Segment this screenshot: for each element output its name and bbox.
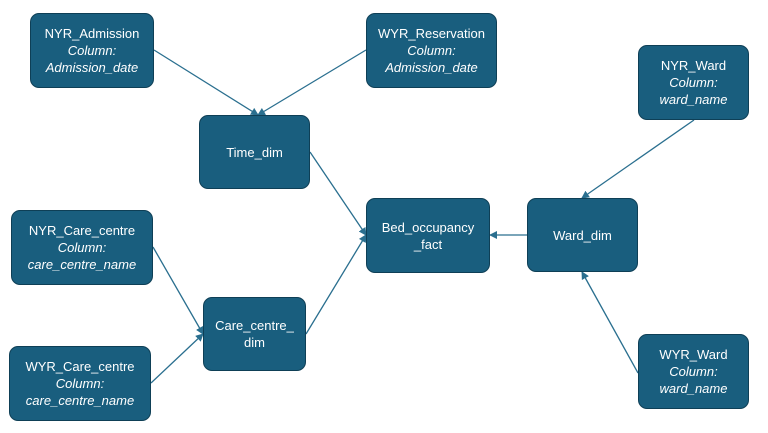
edge-wyr-ward-to-ward-dim: [581, 271, 639, 374]
node-column-label: Column:: [55, 376, 105, 391]
node-nyr-ward: NYR_Ward Column: ward_name: [638, 45, 749, 120]
node-ward-dim: Ward_dim: [527, 198, 638, 272]
node-column-name: Admission_date: [385, 60, 478, 75]
node-title: NYR_Care_centre: [28, 223, 136, 238]
edge-time-dim-to-bed-occupancy-fact: [309, 151, 367, 236]
node-title-line1: Care_centre_: [215, 318, 294, 333]
node-title-line2: dim: [244, 335, 265, 350]
node-column-name: care_centre_name: [27, 257, 137, 272]
node-column-name: ward_name: [659, 92, 728, 107]
edge-care-centre-dim-to-bed-occupancy-fact: [305, 234, 367, 335]
node-title: WYR_Ward: [659, 347, 728, 362]
node-title: Time_dim: [226, 144, 283, 160]
node-column-name: care_centre_name: [25, 393, 135, 408]
node-title: WYR_Care_centre: [25, 359, 135, 374]
node-wyr-care-centre: WYR_Care_centre Column: care_centre_name: [9, 346, 151, 421]
node-column-label: Column:: [407, 43, 456, 58]
edge-wyr-care-centre-to-care-centre-dim: [150, 333, 204, 384]
edge-wyr-reservation-to-time-dim: [257, 49, 367, 116]
node-nyr-care-centre: NYR_Care_centre Column: care_centre_name: [11, 210, 153, 285]
node-title: NYR_Admission: [44, 26, 140, 41]
node-wyr-ward: WYR_Ward Column: ward_name: [638, 334, 749, 409]
node-nyr-admission: NYR_Admission Column: Admission_date: [30, 13, 154, 88]
node-title: WYR_Reservation: [378, 26, 485, 41]
node-column-name: Admission_date: [45, 60, 139, 75]
edge-nyr-admission-to-time-dim: [153, 49, 259, 116]
node-column-name: ward_name: [659, 381, 728, 396]
node-column-label: Column:: [67, 43, 117, 58]
edge-nyr-care-centre-to-care-centre-dim: [152, 246, 204, 335]
node-title: NYR_Ward: [660, 58, 727, 73]
node-wyr-reservation: WYR_Reservation Column: Admission_date: [366, 13, 497, 88]
node-bed-occupancy-fact: Bed_occupancy _fact: [366, 198, 490, 273]
node-column-label: Column:: [669, 364, 718, 379]
node-title: Ward_dim: [553, 227, 612, 243]
node-column-label: Column:: [57, 240, 107, 255]
node-column-label: Column:: [669, 75, 718, 90]
node-care-centre-dim: Care_centre_ dim: [203, 297, 306, 371]
node-title-line2: _fact: [413, 236, 443, 252]
edge-nyr-ward-to-ward-dim: [581, 119, 695, 199]
node-time-dim: Time_dim: [199, 115, 310, 189]
node-title-line1: Bed_occupancy: [381, 219, 475, 235]
